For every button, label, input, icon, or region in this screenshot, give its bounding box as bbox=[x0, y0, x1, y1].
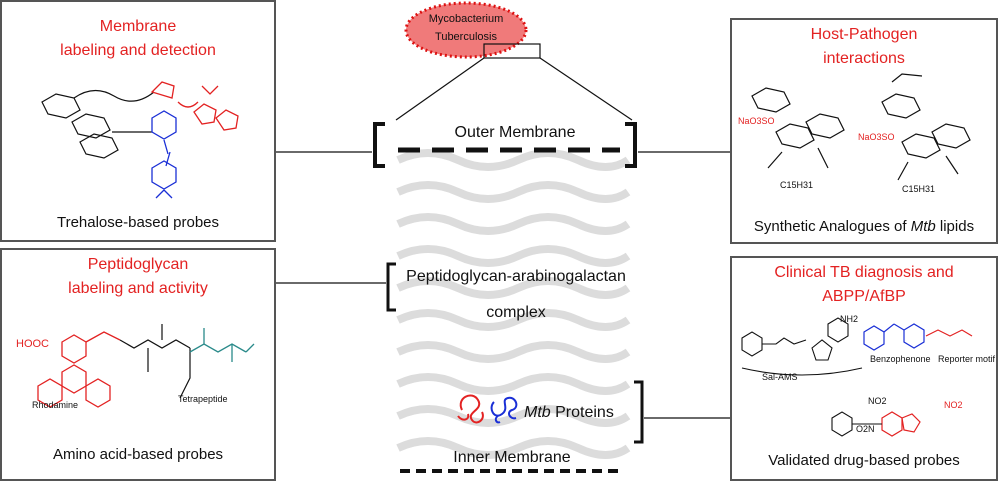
hooc-label: HOOC bbox=[16, 338, 49, 350]
pg-label-line1: Peptidoglycan-arabinogalactan bbox=[406, 268, 626, 285]
outer-bracket-left bbox=[373, 122, 385, 168]
nh2-label: NH2 bbox=[840, 314, 859, 324]
membrane-title-1: Membrane bbox=[99, 18, 177, 35]
outer-membrane-label: Outer Membrane bbox=[454, 124, 576, 141]
naso3-label-2: NaO3SO bbox=[858, 132, 895, 142]
blue-protein-icon bbox=[490, 396, 518, 424]
wavy-background bbox=[396, 149, 631, 459]
lipid-analogue-structures bbox=[751, 73, 971, 181]
tetrapeptide-label: Tetrapeptide bbox=[178, 394, 228, 404]
organism-line2: Tuberculosis bbox=[435, 31, 497, 43]
clinical-title-1: Clinical TB diagnosis and bbox=[774, 264, 954, 281]
pg-title-1: Peptidoglycan bbox=[87, 256, 189, 273]
host-caption-pre: Synthetic Analogues of bbox=[753, 218, 911, 235]
drug-probe-structures bbox=[741, 317, 973, 437]
panel-membrane: Membrane labeling and detection bbox=[0, 0, 276, 242]
zoom-box bbox=[483, 43, 541, 59]
rhodamine-label: Rhodamine bbox=[32, 400, 79, 410]
mtb-proteins-label: Mtb Proteins bbox=[524, 404, 614, 422]
c15-label-1: C15H31 bbox=[780, 180, 814, 190]
organism-line1: Mycobacterium bbox=[428, 13, 504, 25]
no2-label-2: NO2 bbox=[944, 400, 963, 410]
proteins-text: Proteins bbox=[550, 404, 614, 421]
membrane-title-2: labeling and detection bbox=[60, 42, 216, 59]
organism-label: Mycobacterium Tuberculosis bbox=[420, 10, 512, 46]
pg-title-2: labeling and activity bbox=[68, 280, 208, 297]
mtb-italic: Mtb bbox=[524, 404, 551, 421]
membrane-caption: Trehalose-based probes bbox=[56, 214, 220, 231]
host-caption-italic: Mtb bbox=[910, 218, 936, 235]
pg-caption: Amino acid-based probes bbox=[52, 446, 224, 463]
panel-host-pathogen: Host-Pathogen interactions NaO3SO NaO3SO… bbox=[730, 18, 998, 244]
red-protein-icon bbox=[457, 394, 484, 424]
outer-bracket-right bbox=[625, 122, 637, 168]
host-title-1: Host-Pathogen bbox=[810, 26, 918, 43]
benzophenone-label: Benzophenone bbox=[870, 354, 931, 364]
amino-acid-probe-structure bbox=[37, 324, 255, 408]
no2-label-1: NO2 bbox=[868, 396, 887, 406]
pg-bracket bbox=[386, 262, 396, 312]
clinical-title-2: ABPP/AfBP bbox=[822, 288, 906, 305]
naso3-label-1: NaO3SO bbox=[738, 116, 775, 126]
trehalose-probe-structure bbox=[41, 81, 239, 199]
panel-peptidoglycan: Peptidoglycan labeling and activity HOOC… bbox=[0, 248, 276, 481]
inner-membrane-label: Inner Membrane bbox=[453, 449, 571, 466]
host-title-2: interactions bbox=[823, 50, 905, 67]
clinical-caption: Validated drug-based probes bbox=[768, 452, 960, 469]
proteins-bracket bbox=[634, 380, 644, 444]
c15-label-2: C15H31 bbox=[902, 184, 936, 194]
reporter-label: Reporter motif bbox=[938, 354, 996, 364]
host-caption: Synthetic Analogues of Mtb lipids bbox=[732, 218, 996, 235]
host-caption-post: lipids bbox=[935, 218, 975, 235]
panel-clinical: Clinical TB diagnosis and ABPP/AfBP bbox=[730, 256, 998, 481]
pg-label-line2: complex bbox=[486, 304, 546, 321]
o2n-label: O2N bbox=[856, 424, 875, 434]
sal-ams-label: Sal-AMS bbox=[762, 372, 798, 382]
